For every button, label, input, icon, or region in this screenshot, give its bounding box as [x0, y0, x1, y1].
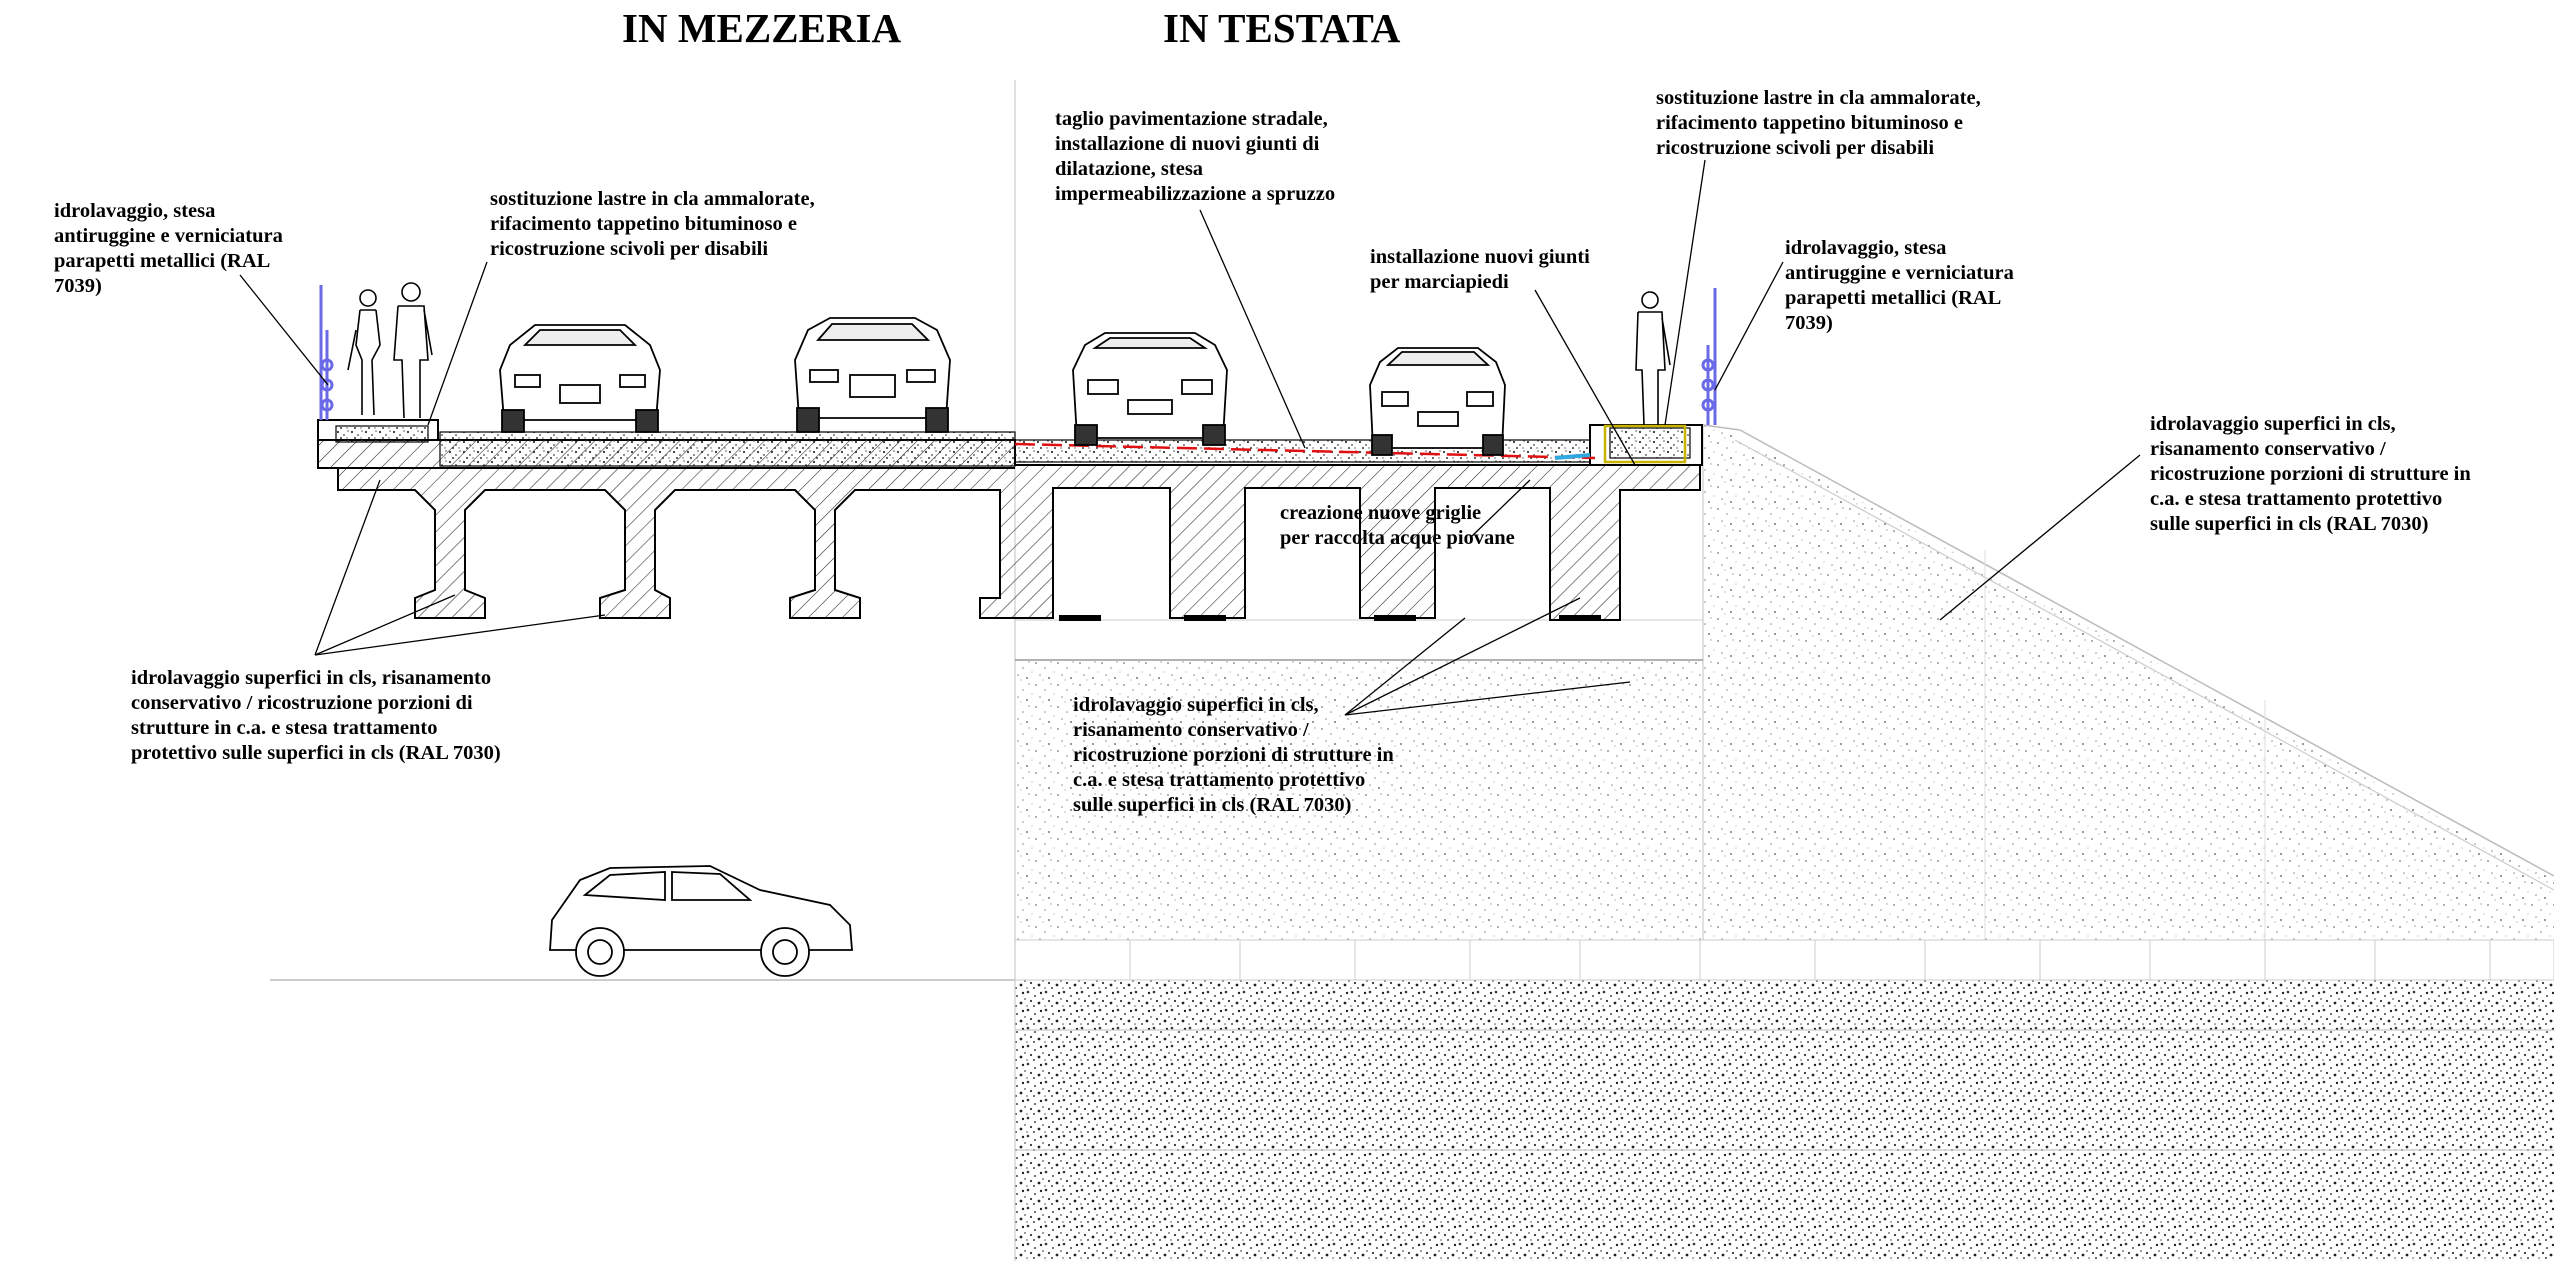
note-giunti-marciapiedi: installazione nuovi giunti per marciapie…: [1370, 246, 1595, 293]
title-mezzeria: IN MEZZERIA: [622, 5, 901, 51]
note-lastre-left: sostituzione lastre in cla ammalorate, r…: [490, 188, 820, 260]
pedestrians-icon: [347, 282, 433, 419]
car-front-view-1: [499, 324, 661, 433]
parapet-right: [1701, 288, 1717, 425]
car-rear-view-2: [1369, 347, 1506, 456]
grate-marker: [1554, 453, 1591, 460]
note-lastre-right: sostituzione lastre in cla ammalorate, r…: [1656, 87, 1986, 159]
note-cls-center: idrolavaggio superfici in cls, risanamen…: [1073, 694, 1399, 816]
note-parapetti-right: idrolavaggio, stesa antiruggine e vernic…: [1785, 237, 2019, 334]
note-taglio-pavimentazione: taglio pavimentazione stradale, installa…: [1055, 108, 1335, 205]
car-rear-view-1: [1072, 332, 1228, 446]
car-side-view: [549, 865, 853, 977]
sidewalk-joint-marker: [1603, 424, 1687, 464]
leader-lines: [239, 159, 2141, 716]
note-cls-left: idrolavaggio superfici in cls, risanamen…: [131, 667, 501, 764]
title-testata: IN TESTATA: [1163, 5, 1401, 51]
embankment: [270, 80, 2554, 1261]
note-cls-right: idrolavaggio superfici in cls, risanamen…: [2150, 413, 2476, 535]
note-griglie: creazione nuove griglie per raccolta acq…: [1280, 502, 1515, 549]
pedestrian-icon: [1635, 291, 1671, 426]
car-front-view-2: [794, 317, 951, 433]
parapet-left: [319, 285, 334, 420]
expansion-joint-line: [1014, 442, 1596, 460]
note-parapetti-left: idrolavaggio, stesa antiruggine e vernic…: [54, 200, 288, 297]
